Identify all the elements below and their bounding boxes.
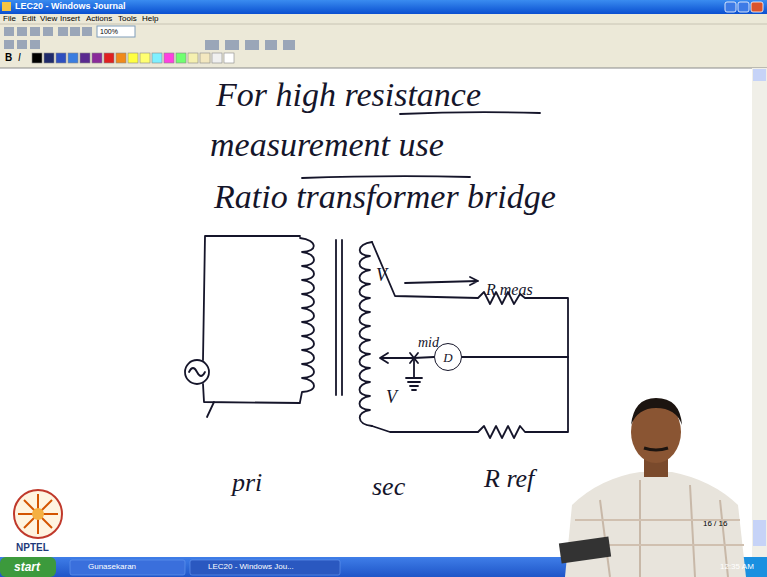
menu-item: View (40, 15, 57, 23)
primary-coil (300, 238, 314, 402)
clock: 12:35 AM (720, 563, 754, 571)
handwritten-heading: measurement use (210, 128, 444, 162)
window-title: LEC20 - Windows Journal (15, 2, 125, 11)
handwritten-heading: Ratio transformer bridge (214, 180, 556, 214)
arrow-line (405, 277, 478, 285)
winding-label: sec (372, 474, 405, 500)
menu-item: Help (142, 15, 158, 23)
transformer-core (336, 240, 342, 395)
menu-item: Tools (118, 15, 137, 23)
ac-source (185, 360, 209, 384)
secondary-coil (360, 242, 373, 426)
source-wire (203, 236, 300, 403)
menu-item: File (3, 15, 16, 23)
menu-item: Actions (86, 15, 112, 23)
taskbar-button: Gunasekaran (88, 563, 136, 571)
voltage-label: V (376, 266, 387, 284)
menu-item: Edit (22, 15, 36, 23)
mid-tap (380, 353, 434, 363)
page-number: 16 / 16 (703, 520, 727, 528)
detector-wire (462, 356, 568, 358)
bridge-wire (372, 242, 568, 438)
handwritten-heading: For high resistance (216, 78, 481, 112)
presenter (559, 398, 746, 577)
logo-text: NPTEL (16, 543, 49, 553)
detector-circle: D (434, 343, 462, 371)
voltage-label: V (386, 388, 397, 406)
menu-item: Insert (60, 15, 80, 23)
resistor-label: R ref (484, 466, 534, 492)
overline (302, 176, 470, 178)
zoom-value: 100% (100, 28, 118, 35)
detector-letter: D (443, 351, 452, 364)
resistor-label: R meas (486, 282, 533, 298)
winding-label: pri (232, 470, 262, 496)
start-button: start (14, 561, 40, 573)
bold-button: B (5, 53, 12, 63)
italic-button: I (18, 53, 21, 63)
ac-symbol (189, 368, 205, 376)
underline (400, 112, 540, 114)
taskbar-button: LEC20 - Windows Jou... (208, 563, 294, 571)
stroke (207, 402, 214, 417)
nptel-logo (14, 490, 62, 538)
ground-symbol (406, 360, 422, 390)
